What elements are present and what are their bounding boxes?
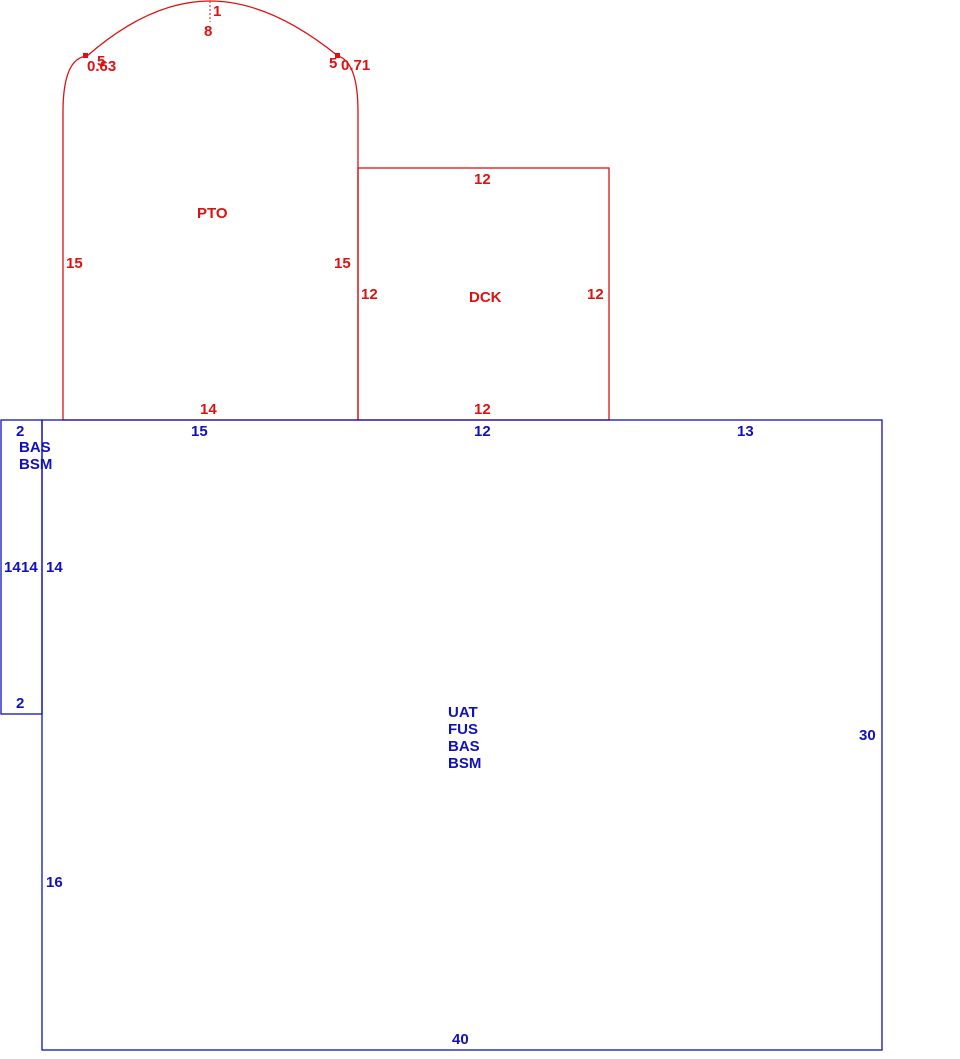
main-top-dimension-2: 12: [474, 423, 491, 440]
main-top-dimension-3: 13: [737, 423, 754, 440]
bump-left-dimension: 14: [4, 559, 21, 576]
patio-bottom-dimension: 14: [200, 401, 217, 418]
deck-bottom-dimension: 12: [474, 401, 491, 418]
deck-left-dimension: 12: [361, 286, 378, 303]
main-code-1: UAT: [448, 704, 478, 721]
patio-left-dimension: 15: [66, 255, 83, 272]
main-code-4: BSM: [448, 755, 481, 772]
deck-area: 12 12 DCK 12 12: [357, 167, 610, 421]
bump-bottom-dimension: 2: [16, 695, 24, 712]
main-outline: [41, 419, 883, 1051]
main-code-3: BAS: [448, 738, 480, 755]
arc-top-number-1: 1: [213, 3, 221, 20]
bump-right-dimension: 14: [21, 559, 38, 576]
arc-right-point: [335, 53, 340, 58]
deck-top-dimension: 12: [474, 171, 491, 188]
arc-top-number-2: 8: [204, 23, 212, 40]
arc-left-label-1: 5: [97, 53, 105, 70]
main-code-2: FUS: [448, 721, 478, 738]
patio-area: 1 8 5 0.63 5 0.71 PTO 15 15 14: [62, 0, 370, 421]
arc-left-point: [83, 53, 88, 58]
main-left-upper-dimension: 14: [46, 559, 63, 576]
patio-right-dimension: 15: [334, 255, 351, 272]
main-left-lower-dimension: 16: [46, 874, 63, 891]
main-bottom-dimension: 40: [452, 1031, 469, 1048]
main-top-dimension-1: 15: [191, 423, 208, 440]
bump-code-1: BAS: [19, 439, 51, 456]
arc-right-label-2: 0.71: [341, 57, 370, 74]
bump-out: 2 BAS BSM 14 14 2: [0, 419, 52, 715]
deck-right-dimension: 12: [587, 286, 604, 303]
arc-left-label-2: 0.63: [87, 58, 116, 75]
patio-area-label: PTO: [197, 205, 228, 222]
deck-area-label: DCK: [469, 289, 502, 306]
bump-code-2: BSM: [19, 456, 52, 473]
bump-outline: [0, 419, 43, 715]
main-structure: 15 12 13 14 16 30 40 UAT FUS BAS BSM: [41, 419, 883, 1051]
bump-top-dimension: 2: [16, 423, 24, 440]
main-right-dimension: 30: [859, 727, 876, 744]
arc-right-label-1: 5: [329, 55, 337, 72]
